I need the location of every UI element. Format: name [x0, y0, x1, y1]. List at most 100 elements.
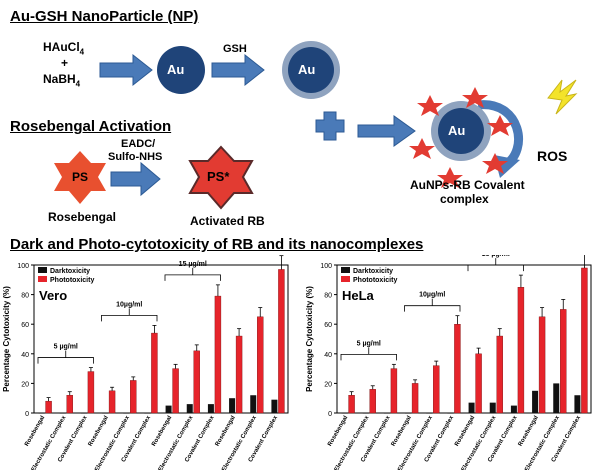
- au-label: Au: [167, 62, 185, 77]
- y-tick-label: 20: [21, 381, 29, 388]
- concentration-bracket: [164, 274, 221, 281]
- ps-activated-star: [188, 145, 254, 210]
- concentration-bracket: [340, 353, 397, 361]
- x-tick-label: Rosebengal: [151, 415, 173, 448]
- y-tick-label: 40: [324, 352, 332, 359]
- ps-star: [54, 151, 106, 204]
- x-tick-label: Rosebengal: [518, 415, 540, 448]
- concentration-label: 10µg/ml: [419, 292, 445, 299]
- arrow-1: [99, 53, 153, 87]
- bar-photo: [214, 295, 222, 414]
- bar-photo: [130, 380, 137, 414]
- bar-photo: [87, 371, 95, 414]
- bar-dark: [165, 405, 172, 413]
- bar-dark: [405, 413, 412, 414]
- complex-core: [438, 108, 484, 154]
- concentration-label: 5 µg/ml: [357, 340, 381, 347]
- bar-dark: [532, 390, 539, 413]
- arrow-2: [211, 53, 265, 87]
- bar-photo: [257, 316, 264, 414]
- legend-label-photo: Phototoxicity: [50, 277, 94, 284]
- x-tick-label: Rosebengal: [391, 415, 413, 448]
- bar-dark: [447, 413, 454, 414]
- au-gsh-label: Au: [298, 62, 316, 77]
- bar-photo: [496, 335, 503, 414]
- legend-swatch-photo: [38, 276, 47, 282]
- concentration-label: 5 µg/ml: [54, 344, 78, 351]
- complex-au-label: Au: [448, 123, 466, 138]
- y-tick-label: 0: [328, 411, 332, 418]
- concentration-label: 15 µg/ml: [482, 255, 510, 258]
- bar-photo: [108, 390, 116, 414]
- bar-photo: [433, 365, 440, 414]
- legend-swatch-dark: [38, 267, 47, 273]
- au-gsh-core: [288, 47, 334, 93]
- lightning-icon: [547, 79, 578, 115]
- bar-dark: [510, 405, 517, 413]
- bar-dark: [207, 404, 214, 413]
- y-tick-label: 100: [320, 263, 332, 270]
- au-nanoparticle: [157, 46, 205, 94]
- legend-swatch-dark: [341, 267, 350, 273]
- y-axis-label: Percentage Cytotoxicity (%): [305, 286, 314, 392]
- y-tick-label: 60: [324, 322, 332, 329]
- bar-photo: [390, 368, 398, 414]
- ps-label: PS: [72, 170, 89, 184]
- bar-photo: [517, 287, 525, 414]
- bar-photo: [235, 335, 243, 414]
- bar-photo: [151, 332, 158, 414]
- synthesis-diagram: [54, 41, 578, 210]
- bar-dark: [489, 402, 496, 413]
- plot-frame: [33, 264, 289, 414]
- activated-rb-label: Activated RB: [190, 214, 265, 228]
- bar-dark: [250, 395, 257, 413]
- reactant-plus: +: [61, 56, 69, 70]
- bar-dark: [341, 413, 348, 414]
- concentration-label: 15 µg/ml: [179, 261, 207, 268]
- np-section-title: Au-GSH NanoParticle (NP): [10, 8, 199, 25]
- bar-photo: [66, 395, 73, 414]
- bar-photo: [454, 323, 461, 414]
- y-tick-label: 20: [324, 381, 332, 388]
- bar-dark: [468, 402, 475, 413]
- y-tick-label: 40: [21, 352, 29, 359]
- legend-label-photo: Phototoxicity: [353, 277, 397, 284]
- bar-dark: [144, 413, 151, 414]
- bar-photo: [538, 316, 546, 414]
- bar-photo: [278, 269, 285, 414]
- ros-label: ROS: [537, 148, 568, 164]
- x-tick-label: Rosebengal: [24, 415, 46, 448]
- y-tick-label: 0: [25, 411, 29, 418]
- cell-line-label: Vero: [39, 288, 67, 303]
- sulfo-nhs-label: Sulfo-NHS: [108, 151, 163, 163]
- y-tick-label: 100: [17, 263, 29, 270]
- complex-label-line1: AuNPs-RB Covalent: [410, 178, 525, 192]
- bar-dark: [186, 404, 193, 413]
- bar-dark: [362, 413, 369, 414]
- arrow-4: [357, 115, 416, 147]
- arrow-3: [110, 161, 161, 197]
- ps-star-label: PS*: [207, 169, 230, 184]
- bar-dark: [574, 395, 581, 413]
- plot-frame: [336, 264, 592, 414]
- concentration-bracket: [404, 305, 461, 312]
- bar-dark: [59, 413, 66, 414]
- reactant-haucl4: HAuCl4: [43, 40, 85, 57]
- legend-label-dark: Darktoxicity: [353, 268, 393, 275]
- bar-dark: [553, 383, 560, 413]
- bar-dark: [383, 413, 390, 414]
- y-tick-label: 80: [21, 293, 29, 300]
- y-axis-label: Percentage Cytotoxicity (%): [2, 286, 11, 392]
- bar-photo: [581, 267, 588, 414]
- concentration-bracket: [101, 315, 158, 322]
- x-tick-label: Rosebengal: [88, 415, 110, 448]
- cyto-section-title: Dark and Photo-cytotoxicity of RB and it…: [10, 236, 424, 253]
- reactant-nabh4: NaBH4: [43, 72, 81, 89]
- complex-label-line2: complex: [440, 192, 489, 206]
- gsh-label: GSH: [223, 43, 247, 55]
- bar-photo: [193, 350, 200, 414]
- bar-dark: [80, 413, 87, 414]
- y-tick-label: 80: [324, 293, 332, 300]
